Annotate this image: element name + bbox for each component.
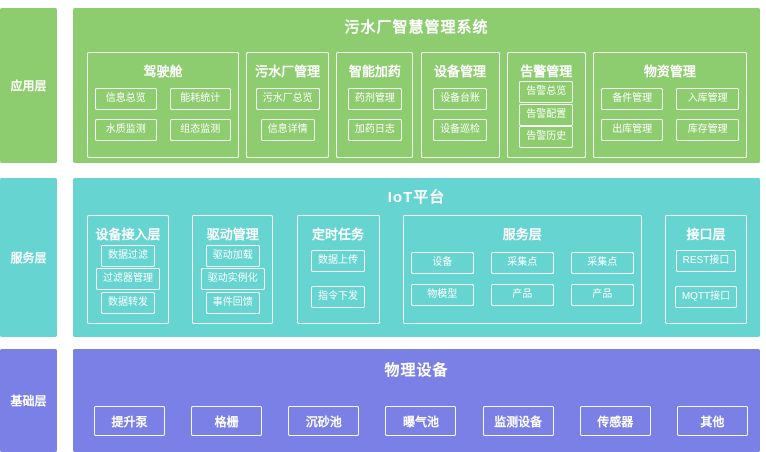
group-items: REST接口 MQTT接口	[673, 243, 739, 315]
group-title: 接口层	[686, 227, 726, 242]
layer-block-foundation: 物理设备 提升泵格栅沉砂池曝气池监测设备传感器其他	[73, 349, 760, 452]
layer-title-service: IoT平台	[387, 189, 446, 206]
group-items: 备件管理入库管理出库管理库存管理	[600, 80, 739, 149]
group-items: 告警总览告警配置告警历史	[515, 80, 578, 149]
item-box: 水质监测	[95, 118, 157, 141]
item-box: 入库管理	[676, 88, 739, 111]
layer-label-application: 应用层	[0, 8, 57, 163]
group-title: 定时任务	[311, 227, 364, 242]
group-title: 设备接入层	[95, 227, 161, 242]
item-box: 数据上传	[311, 250, 365, 272]
device-box: 沉砂池	[288, 406, 360, 436]
item-box: 采集点	[570, 252, 634, 275]
item-box: 驱动加载	[205, 244, 260, 267]
group-box: 驾驶舱信息总览能耗统计水质监测组态监测	[87, 52, 239, 158]
group-items: 污水厂总览信息详情	[254, 80, 321, 149]
layer-title-foundation: 物理设备	[384, 362, 449, 379]
group-title: 设备管理	[434, 64, 487, 79]
layer-row-application: 应用层 污水厂智慧管理系统 驾驶舱信息总览能耗统计水质监测组态监测污水厂管理污水…	[0, 8, 766, 163]
group-title: 服务层	[502, 227, 542, 242]
item-box: 事件回馈	[205, 291, 260, 314]
group-items: 设备采集点采集点物模型产品产品	[410, 243, 634, 315]
layer-block-service: IoT平台 设备接入层数据过滤过滤器管理数据转发驱动管理驱动加载驱动实例化事件回…	[73, 178, 760, 337]
device-box: 传感器	[579, 406, 651, 436]
item-box: 能耗统计	[169, 88, 231, 111]
item-box: 出库管理	[600, 118, 664, 141]
layer-row-foundation: 基础层 物理设备 提升泵格栅沉砂池曝气池监测设备传感器其他	[0, 349, 766, 452]
group-box: 智能加药药剂管理加药日志	[336, 52, 414, 158]
item-box: REST接口	[675, 250, 737, 272]
group-box: 设备管理设备台账设备巡检	[420, 52, 500, 158]
item-box: 加药日志	[347, 118, 402, 141]
item-box: 过滤器管理	[96, 268, 160, 290]
group-title: 物资管理	[643, 64, 696, 79]
item-box: 库存管理	[676, 118, 739, 141]
group-title: 污水厂管理	[255, 64, 321, 79]
group-title: 驱动管理	[206, 227, 259, 242]
item-box: 污水厂总览	[255, 88, 320, 111]
layer-label-foundation: 基础层	[0, 349, 57, 452]
item-box: MQTT接口	[674, 286, 738, 308]
layer-label-service: 服务层	[0, 178, 57, 337]
group-box: 设备接入层数据过滤过滤器管理数据转发	[87, 215, 169, 324]
item-box: 信息总览	[95, 88, 157, 111]
group-box: 服务层设备采集点采集点物模型产品产品	[402, 215, 642, 324]
item-box: 设备	[410, 252, 474, 275]
item-box: 指令下发	[311, 286, 365, 308]
group-items: 信息总览能耗统计水质监测组态监测	[95, 80, 231, 149]
service-groups: 设备接入层数据过滤过滤器管理数据转发驱动管理驱动加载驱动实例化事件回馈定时任务数…	[87, 215, 747, 324]
layer-title-application: 污水厂智慧管理系统	[344, 19, 489, 36]
item-box: 告警总览	[519, 80, 574, 103]
layer-row-service: 服务层 IoT平台 设备接入层数据过滤过滤器管理数据转发驱动管理驱动加载驱动实例…	[0, 178, 766, 337]
group-items: 设备台账设备巡检	[429, 80, 492, 149]
group-title: 告警管理	[520, 64, 573, 79]
group-box: 接口层 REST接口 MQTT接口	[665, 215, 747, 324]
item-box: 告警配置	[519, 103, 574, 126]
item-box: 告警历史	[519, 126, 574, 149]
item-box: 采集点	[490, 252, 554, 275]
group-box: 物资管理备件管理入库管理出库管理库存管理	[592, 52, 747, 158]
item-box: 数据过滤	[101, 244, 155, 267]
item-box: 信息详情	[260, 118, 315, 141]
item-box: 备件管理	[600, 88, 664, 111]
item-box: 设备巡检	[433, 118, 488, 141]
device-box: 曝气池	[385, 406, 457, 436]
device-box: 监测设备	[482, 406, 554, 436]
item-box: 物模型	[410, 283, 474, 306]
group-box: 驱动管理驱动加载驱动实例化事件回馈	[192, 215, 274, 324]
item-box: 驱动实例化	[200, 268, 265, 290]
group-items: 数据过滤过滤器管理数据转发	[95, 243, 161, 315]
group-items: 药剂管理加药日志	[344, 80, 405, 149]
item-box: 数据转发	[101, 291, 155, 314]
item-box: 产品	[490, 283, 554, 306]
device-box: 格栅	[191, 406, 263, 436]
group-title: 驾驶舱	[143, 64, 183, 79]
item-box: 药剂管理	[347, 88, 402, 111]
group-items: 驱动加载驱动实例化事件回馈	[200, 243, 265, 315]
item-box: 产品	[570, 283, 634, 306]
item-box: 组态监测	[169, 118, 231, 141]
application-groups: 驾驶舱信息总览能耗统计水质监测组态监测污水厂管理污水厂总览信息详情智能加药药剂管…	[87, 52, 747, 158]
device-box: 其他	[676, 406, 748, 436]
device-box: 提升泵	[94, 406, 165, 436]
physical-devices: 提升泵格栅沉砂池曝气池监测设备传感器其他	[94, 406, 748, 436]
layer-block-application: 污水厂智慧管理系统 驾驶舱信息总览能耗统计水质监测组态监测污水厂管理污水厂总览信…	[73, 8, 760, 163]
group-box: 告警管理告警总览告警配置告警历史	[506, 52, 586, 158]
item-box: 设备台账	[433, 88, 488, 111]
group-box: 定时任务数据上传指令下发	[296, 215, 380, 324]
group-title: 智能加药	[348, 64, 401, 79]
group-box: 污水厂管理污水厂总览信息详情	[246, 52, 330, 158]
group-items: 数据上传指令下发	[305, 243, 372, 315]
